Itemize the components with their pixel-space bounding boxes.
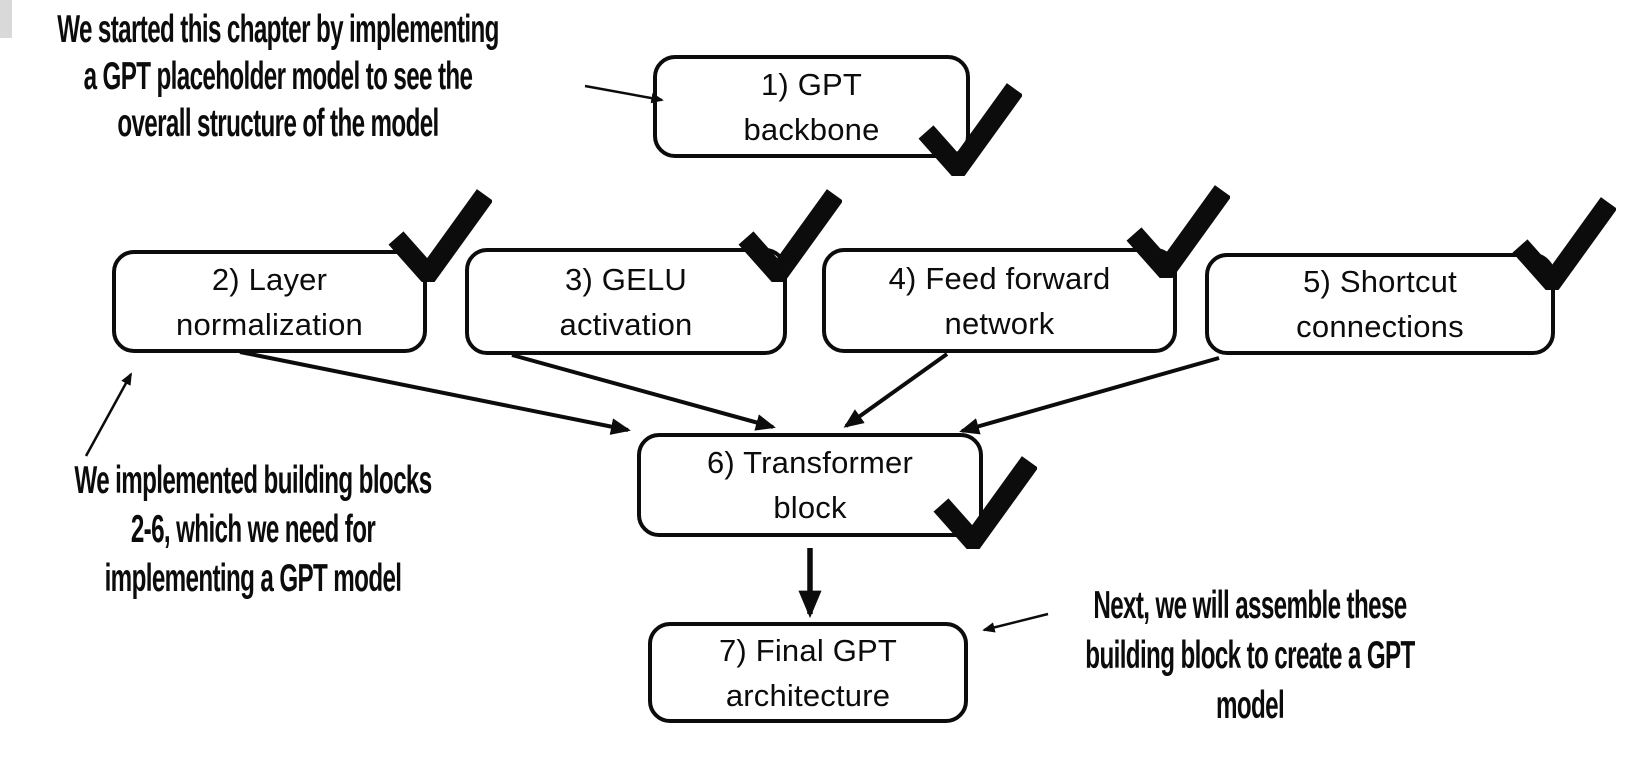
annotation-line: a GPT placeholder model to see the <box>83 55 473 98</box>
scan-artifact <box>0 0 12 38</box>
arrow-intro-to-gpt-backbone <box>584 84 664 104</box>
annotation-intro: We started this chapter by implementing … <box>30 6 526 147</box>
node-label-line: 2) Layer <box>211 261 328 297</box>
arrow-next-note-to-final-gpt <box>982 612 1049 633</box>
node-feed-forward-network: 4) Feed forward network <box>822 248 1177 353</box>
arrow-building-blocks-note-to-layer-normalization <box>84 372 133 457</box>
arrow-gelu-activation-to-transformer-block <box>511 353 776 431</box>
node-label-line: 7) Final GPT <box>718 632 898 668</box>
annotation-building-blocks: We implemented building blocks 2-6, whic… <box>24 456 483 603</box>
annotation-line: building block to create a GPT <box>1085 634 1415 677</box>
node-label-line: 6) Transformer <box>706 445 914 480</box>
node-label-line: normalization <box>176 306 363 342</box>
node-label-line: block <box>773 490 847 525</box>
node-layer-normalization: 2) Layer normalization <box>112 250 427 353</box>
annotation-line: Next, we will assemble these <box>1093 584 1407 627</box>
annotation-line: implementing a GPT model <box>104 557 402 600</box>
node-gpt-backbone: 1) GPT backbone <box>653 55 970 158</box>
node-gelu-activation: 3) GELU activation <box>465 248 787 355</box>
arrow-shortcut-connections-to-transformer-block <box>959 356 1220 435</box>
arrow-feed-forward-network-to-transformer-block <box>843 352 949 428</box>
node-label-line: backbone <box>743 111 880 147</box>
node-label-line: 3) GELU <box>565 261 687 297</box>
node-transformer-block: 6) Transformer block <box>637 433 983 537</box>
annotation-line: We started this chapter by implementing <box>57 8 499 51</box>
node-shortcut-connections: 5) Shortcut connections <box>1205 253 1555 355</box>
node-label-line: 5) Shortcut <box>1303 264 1457 299</box>
annotation-line: model <box>1215 684 1285 727</box>
arrow-layer-normalization-to-transformer-block <box>239 350 631 435</box>
annotation-line: We implemented building blocks <box>74 459 432 502</box>
node-label-line: architecture <box>725 677 891 713</box>
annotation-line: overall structure of the model <box>117 102 439 145</box>
annotation-next: Next, we will assemble these building bl… <box>1052 581 1449 731</box>
node-final-gpt-architecture: 7) Final GPT architecture <box>648 622 968 723</box>
node-label-line: network <box>944 305 1055 341</box>
node-label-line: activation <box>559 306 693 342</box>
annotation-line: 2-6, which we need for <box>130 508 376 551</box>
node-label-line: 4) Feed forward <box>888 260 1111 296</box>
node-label-line: 1) GPT <box>760 66 863 102</box>
node-label-line: connections <box>1296 309 1464 344</box>
